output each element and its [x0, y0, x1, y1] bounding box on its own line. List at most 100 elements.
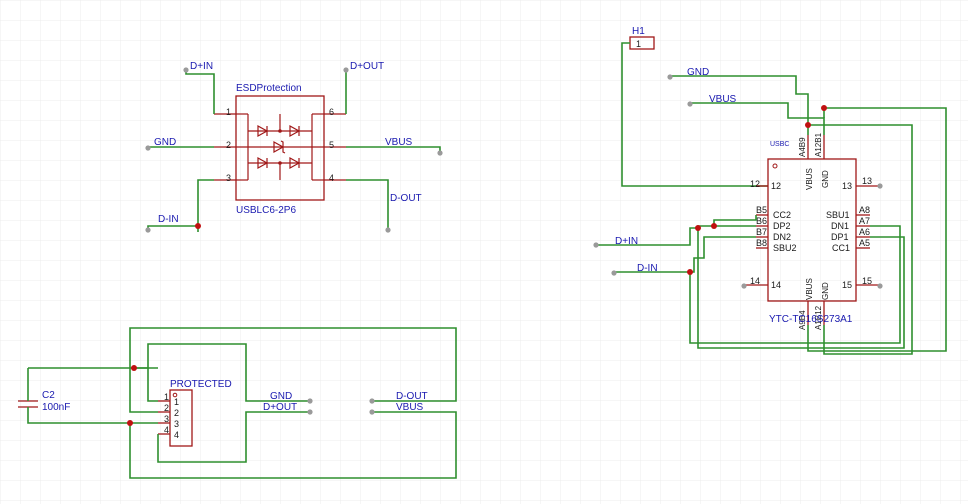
- net-label-usb-gnd[interactable]: GND: [687, 67, 709, 78]
- wire-h1: [621, 42, 768, 187]
- net-label-conn-dminus-out[interactable]: D-OUT: [396, 391, 428, 402]
- usbc-part-number: YTC-TC16S273A1: [769, 314, 853, 325]
- protected-connector-designator: PROTECTED: [170, 379, 232, 390]
- wire-end[interactable]: [593, 242, 599, 248]
- usbc-top-pin-number-1: A4B9: [798, 137, 807, 157]
- protected-pin-2-number-outer: 2: [164, 403, 169, 413]
- wire-end[interactable]: [369, 398, 375, 404]
- junction-dot[interactable]: [805, 122, 811, 128]
- wire-end[interactable]: [343, 67, 349, 73]
- esd-pin-2-number: 2: [226, 140, 231, 150]
- usbc-right-pin-label-2: SBU1: [826, 210, 850, 220]
- wire-end[interactable]: [611, 270, 617, 276]
- usbc-right-pin-label-5: CC1: [832, 243, 850, 253]
- usbc-body: [767, 158, 857, 302]
- usbc-left-pin-number-1: 12: [750, 179, 760, 189]
- esd-pin-6-number: 6: [329, 107, 334, 117]
- header-h1-designator: H1: [632, 26, 645, 37]
- wire-end[interactable]: [877, 283, 883, 289]
- protected-connector-symbol[interactable]: 1 2 3 4 1 2 3 4 PROTECTED: [158, 379, 232, 447]
- junction-dot[interactable]: [821, 105, 827, 111]
- protected-pin1-marker: [172, 392, 178, 398]
- protected-pin-3-number: 3: [174, 419, 179, 429]
- usbc-left-pin-label-2: CC2: [773, 210, 791, 220]
- capacitor-designator: C2: [42, 390, 55, 401]
- usbc-right-pin-number-5: A5: [859, 238, 870, 248]
- protected-pin-3-number-outer: 3: [164, 414, 169, 424]
- usbc-top-pin-number-2: A12B1: [814, 132, 823, 157]
- net-label-usb-dminus-in[interactable]: D-IN: [637, 263, 658, 274]
- header-h1-pin-number: 1: [636, 39, 641, 49]
- net-label-conn-gnd[interactable]: GND: [270, 391, 292, 402]
- usbc-right-pin-label-6: 15: [842, 280, 852, 290]
- junction-dot[interactable]: [687, 269, 693, 275]
- usbc-connector-symbol[interactable]: USBC A4B9 A12B1 VBUS GND A9B4 A1B12 VBUS…: [744, 132, 880, 330]
- wire-end[interactable]: [307, 409, 313, 415]
- wire-end[interactable]: [183, 67, 189, 73]
- usbc-top-pin-label-1: VBUS: [805, 168, 814, 190]
- usbc-right-pin-number-6: 15: [862, 276, 872, 286]
- wire-end[interactable]: [307, 398, 313, 404]
- usbc-right-pin-label-4: DP1: [831, 232, 849, 242]
- protected-pin-4-number-outer: 4: [164, 425, 169, 435]
- junction-dot[interactable]: [127, 420, 133, 426]
- esd-diode-network-icon: [236, 113, 324, 181]
- net-label-usb-vbus[interactable]: VBUS: [709, 94, 737, 105]
- net-label-dplus-in[interactable]: D+IN: [190, 61, 213, 72]
- usbc-left-pin-number-2: B5: [756, 205, 767, 215]
- usbc-bottom-pin-label-1: VBUS: [805, 278, 814, 300]
- net-label-conn-dplus-out[interactable]: D+OUT: [263, 402, 297, 413]
- net-label-conn-vbus[interactable]: VBUS: [396, 402, 424, 413]
- usbc-left-pin-label-4: DN2: [773, 232, 791, 242]
- usbc-bottom-pin-number-2: A1B12: [814, 305, 823, 330]
- esd-part-number: USBLC6-2P6: [236, 205, 296, 216]
- wire-end[interactable]: [741, 283, 747, 289]
- wire-end[interactable]: [145, 227, 151, 233]
- net-label-dplus-out[interactable]: D+OUT: [350, 61, 384, 72]
- esd-pin-3-number: 3: [226, 173, 231, 183]
- usbc-bottom-pin-label-2: GND: [821, 282, 830, 300]
- net-label-gnd[interactable]: GND: [154, 137, 176, 148]
- usbc-right-pin-number-2: A8: [859, 205, 870, 215]
- junction-dot[interactable]: [131, 365, 137, 371]
- usbc-bottom-pin-number-1: A9B4: [798, 310, 807, 330]
- wire-end[interactable]: [437, 150, 443, 156]
- net-label-usb-dplus-in[interactable]: D+IN: [615, 236, 638, 247]
- protected-pin-4-number: 4: [174, 430, 179, 440]
- usbc-pin1-marker: [772, 163, 778, 169]
- usbc-right-pin-label-3: DN1: [831, 221, 849, 231]
- protected-pin-2-number: 2: [174, 408, 179, 418]
- wire-end[interactable]: [145, 145, 151, 151]
- usbc-left-pin-number-4: B7: [756, 227, 767, 237]
- usbc-left-pin-label-5: SBU2: [773, 243, 797, 253]
- esd-pin-4-number: 4: [329, 173, 334, 183]
- wire-end[interactable]: [687, 101, 693, 107]
- wire-end[interactable]: [667, 74, 673, 80]
- protected-connector-body: [169, 389, 193, 447]
- usbc-left-pin-number-3: B6: [756, 216, 767, 226]
- wire-end[interactable]: [369, 409, 375, 415]
- esd-body: [235, 95, 325, 201]
- usbc-right-pin-number-1: 13: [862, 176, 872, 186]
- wire-end[interactable]: [877, 183, 883, 189]
- capacitor-value: 100nF: [42, 402, 70, 413]
- junction-dot[interactable]: [695, 225, 701, 231]
- usbc-small-label: USBC: [770, 141, 789, 148]
- net-label-vbus[interactable]: VBUS: [385, 137, 413, 148]
- junction-dot[interactable]: [711, 223, 717, 229]
- usbc-right-pin-number-3: A7: [859, 216, 870, 226]
- esd-pin-5-number: 5: [329, 140, 334, 150]
- net-label-dminus-in[interactable]: D-IN: [158, 214, 179, 225]
- net-label-dminus-out[interactable]: D-OUT: [390, 193, 422, 204]
- wire-end[interactable]: [385, 227, 391, 233]
- usbc-right-pin-label-1: 13: [842, 181, 852, 191]
- esd-protection-symbol[interactable]: 1 2 3 4 5 6 ESDProtection USBLC6-2P6: [214, 83, 346, 216]
- esd-designator: ESDProtection: [236, 83, 302, 94]
- usbc-left-pin-number-5: B8: [756, 238, 767, 248]
- usbc-left-pin-number-6: 14: [750, 276, 760, 286]
- protected-pin-1-number-outer: 1: [164, 392, 169, 402]
- junction-dot[interactable]: [195, 223, 201, 229]
- protected-pin-1-number: 1: [174, 397, 179, 407]
